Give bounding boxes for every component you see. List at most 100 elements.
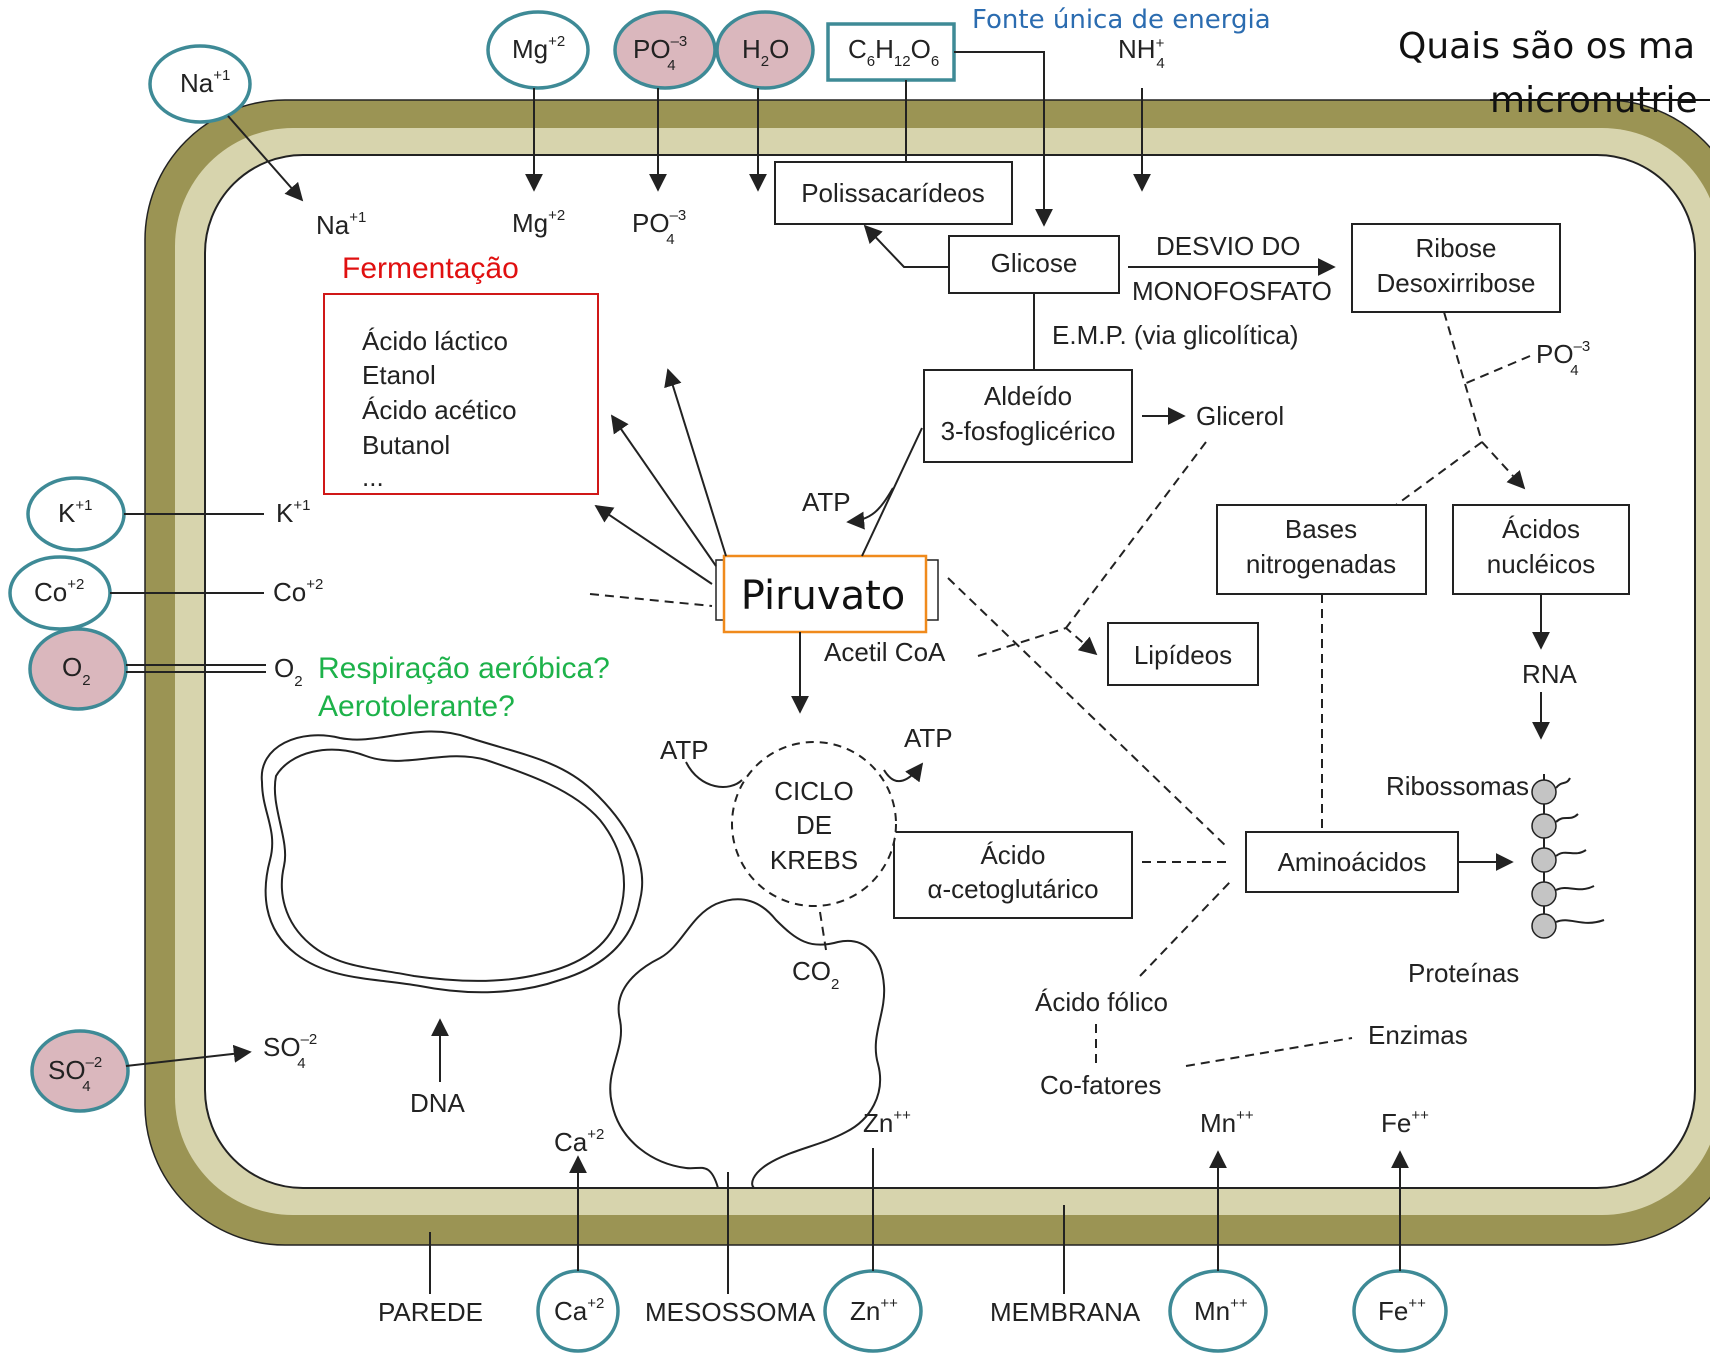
label-parede: PAREDE — [378, 1297, 483, 1327]
fermentation-item: Ácido acético — [362, 395, 517, 425]
svg-text:Na+1: Na+1 — [180, 67, 230, 98]
svg-text:Bases: Bases — [1285, 514, 1357, 544]
fermentation-box: Ácido láctico Etanol Ácido acético Butan… — [323, 293, 599, 495]
arrow-piruvato-ferment-2 — [664, 368, 727, 557]
dash-ribose-bases — [1395, 441, 1483, 506]
question-line-1: Quais são os ma — [1398, 26, 1695, 67]
label-membrana: MEMBRANA — [990, 1297, 1141, 1327]
label-atp-krebs-out: ATP — [904, 723, 953, 753]
ion-nh4-outside: NH+4 — [1118, 34, 1165, 72]
label-dna: DNA — [410, 1088, 466, 1118]
arrow-atp-out-krebs — [883, 762, 924, 783]
fermentation-item: ... — [362, 462, 384, 492]
ion-k-inside: K+1 — [276, 497, 310, 528]
svg-text:Zn++: Zn++ — [850, 1295, 898, 1326]
arrow-piruvato-ferment-3 — [594, 504, 713, 585]
ion-k-outside: K+1 — [26, 476, 126, 552]
svg-text:K+1: K+1 — [58, 497, 92, 528]
arrow-na-in — [227, 115, 304, 202]
svg-text:Ribose: Ribose — [1416, 233, 1497, 263]
dash-po4-ribose — [1463, 355, 1531, 385]
svg-text:Polissacarídeos: Polissacarídeos — [801, 178, 985, 208]
box-ribose: Ribose Desoxirribose — [1351, 223, 1561, 313]
line-aldeido-piruvato — [861, 427, 923, 557]
svg-text:Fe++: Fe++ — [1378, 1295, 1426, 1326]
fermentation-item: Butanol — [362, 430, 450, 460]
glucose-source: C6H12O6 — [826, 22, 956, 82]
svg-text:Ácido: Ácido — [980, 840, 1045, 870]
arrow-glicose-polissacarideos — [863, 224, 949, 268]
svg-text:PO–34: PO–34 — [633, 33, 687, 74]
svg-text:Mn++: Mn++ — [1194, 1295, 1248, 1326]
label-ribossomas: Ribossomas — [1386, 771, 1529, 801]
label-desvio-1: DESVIO DO — [1156, 231, 1300, 261]
label-desvio-2: MONOFOSFATO — [1132, 276, 1332, 306]
ribosome-chain — [1531, 774, 1605, 939]
ion-o2-inside: O2 — [274, 653, 303, 690]
svg-text:Piruvato: Piruvato — [741, 573, 906, 619]
energy-source-label: Fonte única de energia — [972, 5, 1271, 35]
box-aldeido: Aldeído 3-fosfoglicérico — [923, 369, 1133, 463]
label-rna: RNA — [1522, 659, 1578, 689]
label-enzimas: Enzimas — [1368, 1020, 1468, 1050]
box-piruvato: Piruvato — [715, 554, 939, 634]
dash-piruvato-aminoacids — [947, 577, 1229, 849]
ion-mg-outside: Mg+2 — [486, 10, 590, 90]
svg-text:nitrogenadas: nitrogenadas — [1246, 549, 1396, 579]
svg-text:KREBS: KREBS — [770, 845, 858, 875]
svg-text:CICLO: CICLO — [774, 776, 853, 806]
arrow-atp-left — [846, 487, 894, 530]
ion-mn-outside: Mn++ — [1168, 1269, 1268, 1353]
dash-piruvato-left — [589, 593, 713, 607]
box-glicose: Glicose — [948, 235, 1120, 294]
fermentation-item: Etanol — [362, 360, 436, 390]
ion-fe-outside: Fe++ — [1352, 1269, 1448, 1353]
svg-text:3-fosfoglicérico: 3-fosfoglicérico — [941, 416, 1116, 446]
svg-text:α-cetoglutárico: α-cetoglutárico — [927, 874, 1098, 904]
ion-zn-inside: Zn++ — [863, 1107, 911, 1138]
label-respiration-1: Respiração aeróbica? — [318, 652, 610, 685]
ion-h2o-outside: H2O — [715, 10, 815, 90]
dna-coil — [260, 730, 644, 994]
krebs-cycle: CICLO DE KREBS — [731, 741, 897, 907]
svg-text:DE: DE — [796, 810, 832, 840]
ion-mn-inside: Mn++ — [1200, 1107, 1254, 1138]
label-mesossoma: MESOSSOMA — [645, 1297, 816, 1327]
svg-text:Glicose: Glicose — [991, 248, 1078, 278]
label-co2: CO2 — [792, 956, 839, 993]
ion-co-inside: Co+2 — [273, 576, 323, 607]
mesosome — [609, 898, 886, 1189]
box-lipideos: Lipídeos — [1107, 622, 1259, 686]
label-acetil-coa: Acetil CoA — [824, 637, 946, 667]
ion-na-inside: Na+1 — [316, 209, 366, 240]
label-atp-krebs-in: ATP — [660, 735, 709, 765]
dash-glicerol-lipid — [1065, 441, 1207, 629]
ion-na-outside: Na+1 — [148, 44, 252, 124]
arrow-piruvato-ferment-1 — [610, 414, 717, 567]
svg-text:Aldeído: Aldeído — [984, 381, 1072, 411]
svg-text:Lipídeos: Lipídeos — [1134, 640, 1232, 670]
svg-text:O2: O2 — [62, 652, 91, 689]
svg-text:Desoxirribose: Desoxirribose — [1377, 268, 1536, 298]
svg-text:Mg+2: Mg+2 — [512, 33, 565, 64]
svg-text:Aminoácidos: Aminoácidos — [1278, 847, 1427, 877]
ion-mg-inside: Mg+2 — [512, 207, 565, 238]
ion-ca-outside: Ca+2 — [536, 1269, 620, 1353]
label-glicerol: Glicerol — [1196, 401, 1284, 431]
label-cofatores: Co-fatores — [1040, 1070, 1161, 1100]
box-polissacarideos: Polissacarídeos — [774, 161, 1013, 225]
label-proteinas: Proteínas — [1408, 958, 1519, 988]
dash-folic-aminoacids — [1139, 881, 1231, 977]
dash-acetil-lipid — [977, 626, 1098, 657]
label-acido-folico: Ácido fólico — [1035, 987, 1168, 1017]
arrow-atp-into-krebs — [685, 761, 743, 788]
fermentation-item: Ácido láctico — [362, 326, 508, 356]
box-alfa-cetoglutarico: Ácido α-cetoglutárico — [893, 831, 1133, 919]
svg-text:C6H12O6: C6H12O6 — [848, 34, 939, 70]
svg-text:nucléicos: nucléicos — [1487, 549, 1595, 579]
ion-o2-outside: O2 — [28, 627, 128, 711]
label-atp-left: ATP — [802, 487, 851, 517]
ion-fe-inside: Fe++ — [1381, 1107, 1429, 1138]
